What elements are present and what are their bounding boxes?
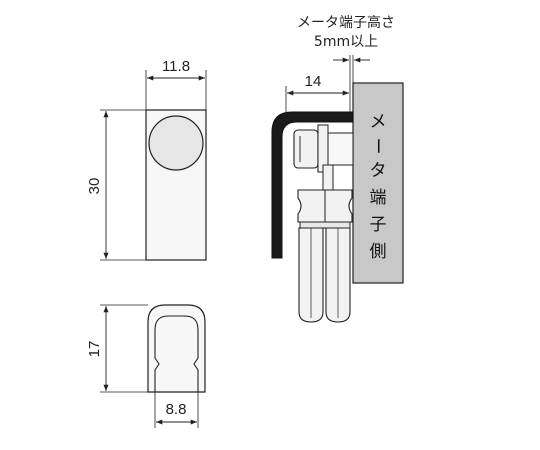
side-label-char: 端 (370, 188, 387, 208)
terminal-screw (293, 129, 319, 169)
end-height-dimension-label: 17 (86, 341, 103, 358)
side-label-char: 側 (370, 242, 387, 262)
end-view-outer-profile (147, 304, 206, 393)
meter-terminal-panel (352, 82, 404, 284)
side-label-char: 子 (370, 215, 387, 235)
terminal-lug (322, 164, 334, 191)
installed-view: 14 メータ端子高さ 5mm以上 メ ー タ 端 子 側 (271, 14, 404, 323)
end-view-inner-profile (154, 315, 199, 392)
offset-dimension-label: 14 (305, 73, 322, 90)
width-dimension-label: 11.8 (162, 58, 190, 75)
end-view: 17 8.8 (86, 304, 206, 428)
callout-line-1: メータ端子高さ (297, 14, 395, 31)
height-dimension-label: 30 (86, 178, 103, 195)
callout-line-2: 5mm以上 (314, 34, 378, 50)
cover-cap (271, 111, 354, 259)
side-label-char: ー (367, 138, 387, 155)
side-label-char: タ (370, 161, 387, 181)
front-view-hole (148, 115, 204, 171)
side-label-char: メ (370, 112, 387, 132)
end-width-dimension-label: 8.8 (166, 401, 187, 418)
front-view: 11.8 30 (86, 58, 207, 261)
